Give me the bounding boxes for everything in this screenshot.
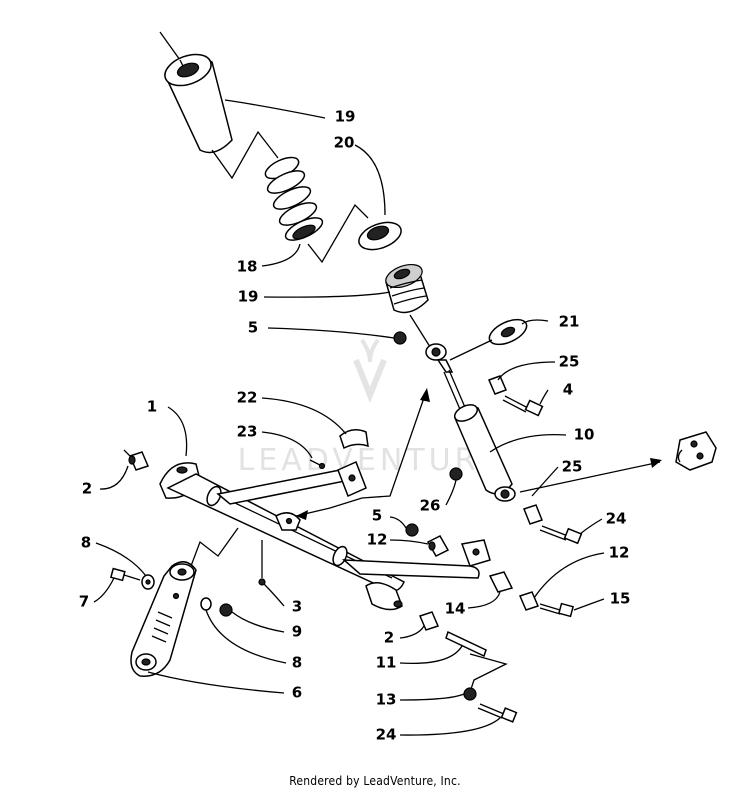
callout-26: 26: [420, 497, 441, 515]
callout-8-left: 8: [81, 534, 91, 552]
part-21-small-bolt: [309, 459, 326, 470]
rendered-by-footer: Rendered by LeadVenture, Inc.: [289, 774, 461, 788]
part-24-bolt: [539, 525, 583, 545]
callout-3: 3: [292, 598, 302, 616]
callout-12-right: 12: [609, 544, 630, 562]
arm-arrowhead-1: [420, 388, 430, 402]
part-18-spring-seat: [358, 221, 402, 251]
callout-15: 15: [610, 590, 631, 608]
part-4-bolt: [502, 395, 544, 417]
part-2-bushing-left: [128, 451, 150, 471]
part-1-a-arm: [159, 460, 491, 611]
callout-2-right: 2: [384, 629, 394, 647]
callout-23: 24: [376, 726, 397, 744]
part-25-bushing-lower: [523, 504, 543, 525]
frame-mount-bracket: [675, 431, 717, 471]
shaft-top-line: [159, 31, 181, 61]
callout-14: 14: [445, 600, 466, 618]
part-17-bumper: [385, 263, 429, 314]
callout-2-left: 2: [82, 480, 92, 498]
part-20-bracket: [339, 429, 369, 450]
callout-10: 10: [574, 426, 595, 444]
part-3-grease-fitting: [258, 540, 266, 586]
callout-12-left: 12: [367, 531, 388, 549]
callout-11: 11: [376, 654, 397, 672]
part-22-boot: [164, 53, 233, 154]
mount-arrow-line: [519, 461, 661, 493]
shaft-line: [179, 59, 184, 67]
callout-13: 13: [376, 691, 397, 709]
watermark-text: LEADVENTURE: [238, 443, 503, 478]
part-26-nut: [449, 467, 463, 481]
callout-7: 7: [79, 593, 89, 611]
arm-arrowhead-2: [296, 510, 308, 520]
callout-9: 9: [292, 623, 302, 641]
callout-6: 6: [292, 684, 302, 702]
part-12-bushing-left: [426, 535, 450, 557]
callout-24: 24: [606, 510, 627, 528]
connector-zigzag-1: [211, 130, 279, 180]
bushing-left-line: [123, 449, 131, 457]
mount-arrowhead: [650, 458, 662, 468]
callout-1: 1: [147, 398, 157, 416]
part-15-bolt: [539, 602, 575, 618]
callout-20: 22: [237, 389, 258, 407]
callout-21: 23: [237, 423, 258, 441]
part-5-nut-upper: [393, 331, 407, 345]
callout-18: 20: [334, 134, 355, 152]
callout-labels: 19 20 18 19 5 21 25 4 22 1 23 10 25 2 26…: [79, 108, 631, 744]
shaft-line-lower: [409, 314, 433, 351]
part-14-spacer: [488, 571, 514, 593]
part-5-nut-lower: [405, 523, 419, 537]
callout-22: 19: [335, 108, 356, 126]
callout-19: 21: [559, 313, 580, 331]
part-9-nut: [219, 603, 233, 617]
callout-25-upper: 25: [559, 353, 580, 371]
connector-zigzag-3: [187, 527, 239, 575]
part-16-spring: [264, 156, 324, 241]
part-8-washer-right: [200, 597, 212, 611]
part-8-washer-left: [141, 574, 155, 590]
callout-4: 4: [563, 381, 573, 399]
connector-zigzag-2: [307, 203, 369, 264]
part-12-bushing-right: [518, 591, 540, 611]
part-11-pin: [445, 630, 487, 658]
part-19-washer: [488, 318, 528, 346]
callout-25-lower: 25: [562, 458, 583, 476]
part-23-bolt: [477, 703, 518, 723]
part-7-bolt: [109, 567, 141, 582]
callout-8-right: 8: [292, 654, 302, 672]
part-6-steering-arm: [130, 561, 197, 677]
part-25-bushing-upper: [487, 375, 508, 395]
arm-to-shock-arrow: [295, 391, 427, 517]
part-2-bushing-right: [418, 611, 440, 631]
washer-line: [449, 339, 493, 361]
leader-lines: [93, 99, 605, 736]
callout-5-lower: 5: [372, 507, 382, 525]
part-13-nut: [463, 687, 477, 701]
connector-zigzag-4: [469, 653, 508, 693]
callout-5-upper: 5: [248, 319, 258, 337]
callout-16: 18: [237, 258, 258, 276]
part-10-shock: [425, 343, 516, 502]
callout-17: 19: [238, 288, 259, 306]
